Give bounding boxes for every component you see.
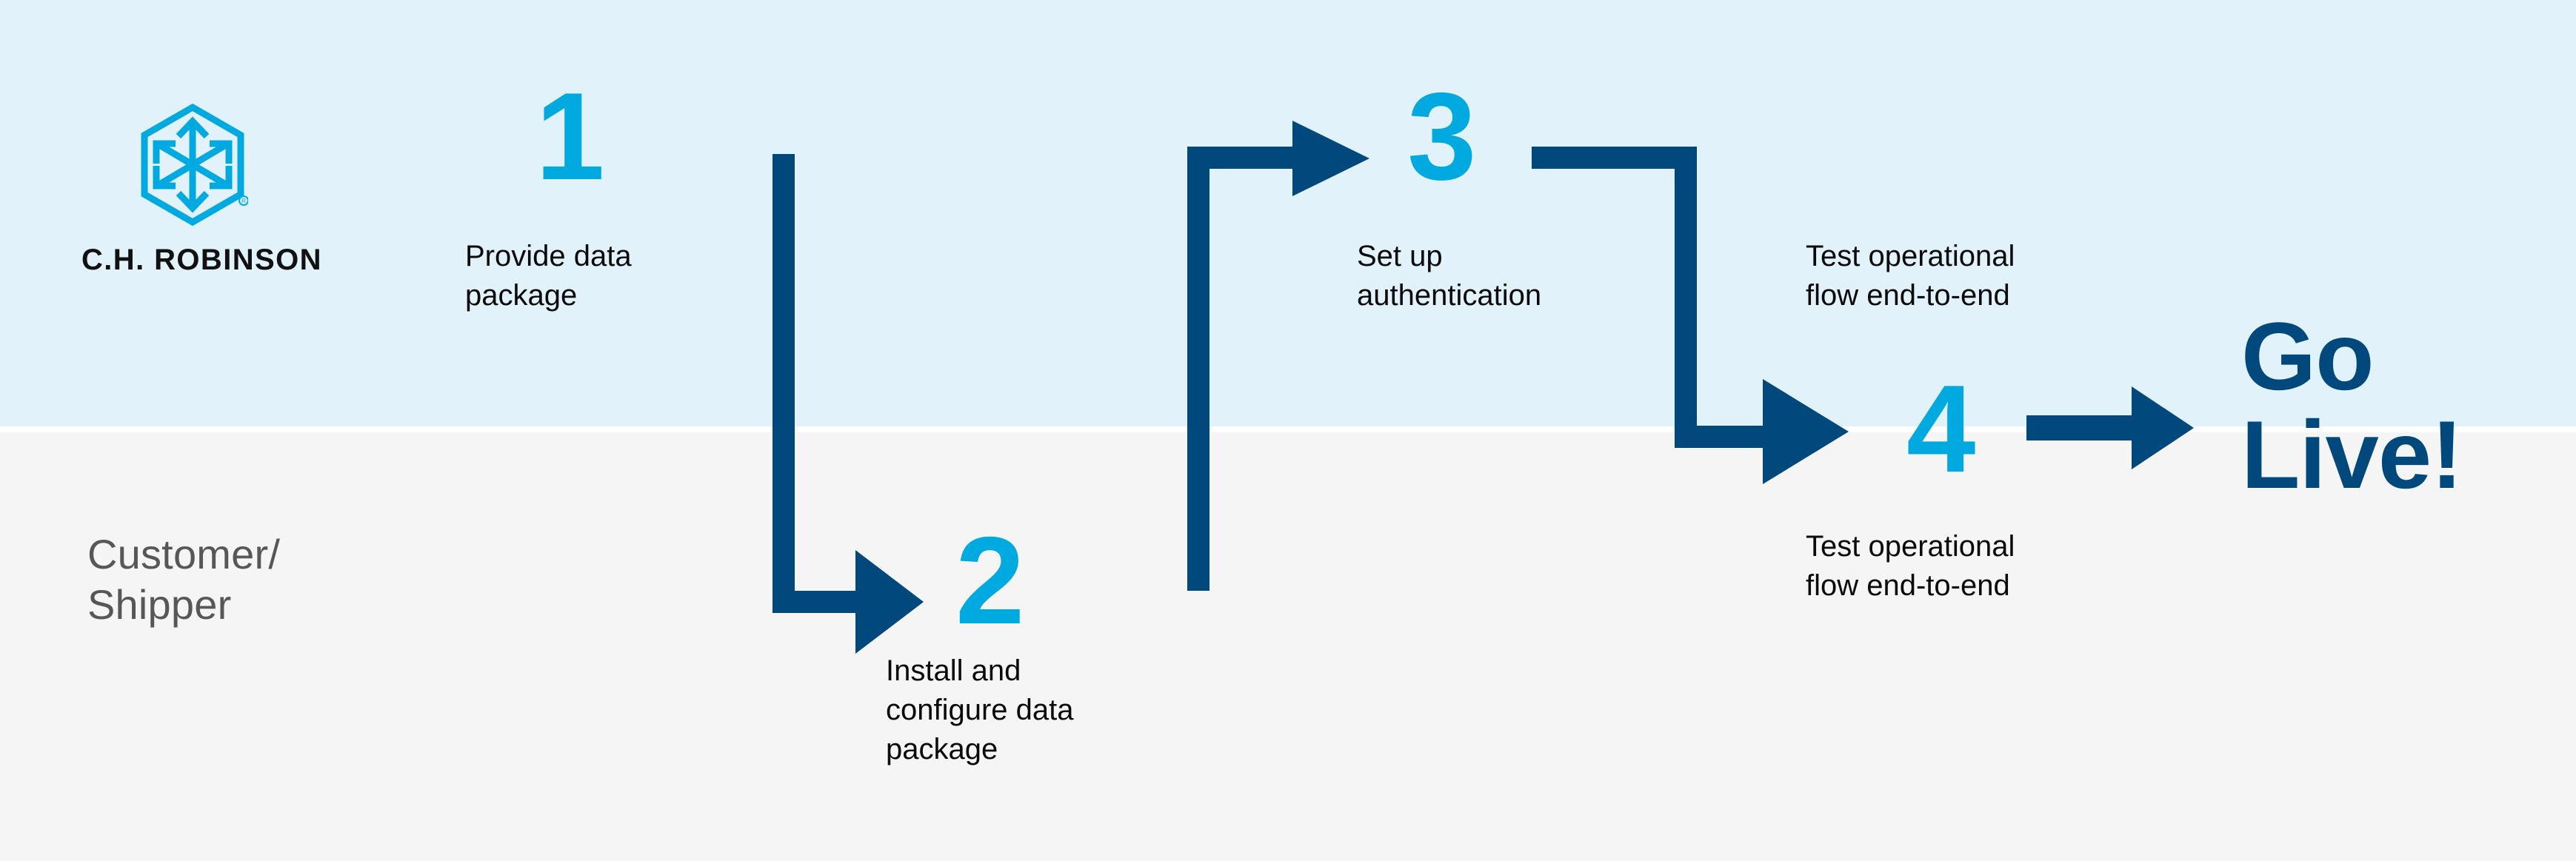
step-number-2: 2 [955, 511, 1024, 650]
step-caption-2: Install and configure data package [886, 654, 1074, 765]
step-caption-3-text: Set up authentication [1357, 240, 1542, 312]
step-number-1: 1 [535, 67, 604, 206]
step-number-4: 4 [1906, 359, 1975, 498]
ch-robinson-hexagon-cube-logo-icon: R [141, 104, 248, 226]
step-caption-1: Provide data package [465, 240, 632, 312]
step-caption-3b: Test operational flow end-to-end [1806, 240, 2015, 312]
step-caption-4: Test operational flow end-to-end [1806, 530, 2015, 602]
lane-divider [0, 426, 2576, 432]
brand-logo-block: R C.H. ROBINSON [81, 104, 322, 277]
step-number-3: 3 [1407, 67, 1476, 206]
lane-band-customer-shipper [0, 432, 2576, 861]
brand-wordmark: C.H. ROBINSON [81, 244, 322, 276]
lane-band-ch-robinson [0, 0, 2576, 426]
go-live-label: Go Live! [2241, 302, 2463, 509]
svg-text:R: R [241, 198, 246, 204]
lane-label-customer-shipper: Customer/ Shipper [87, 531, 281, 629]
